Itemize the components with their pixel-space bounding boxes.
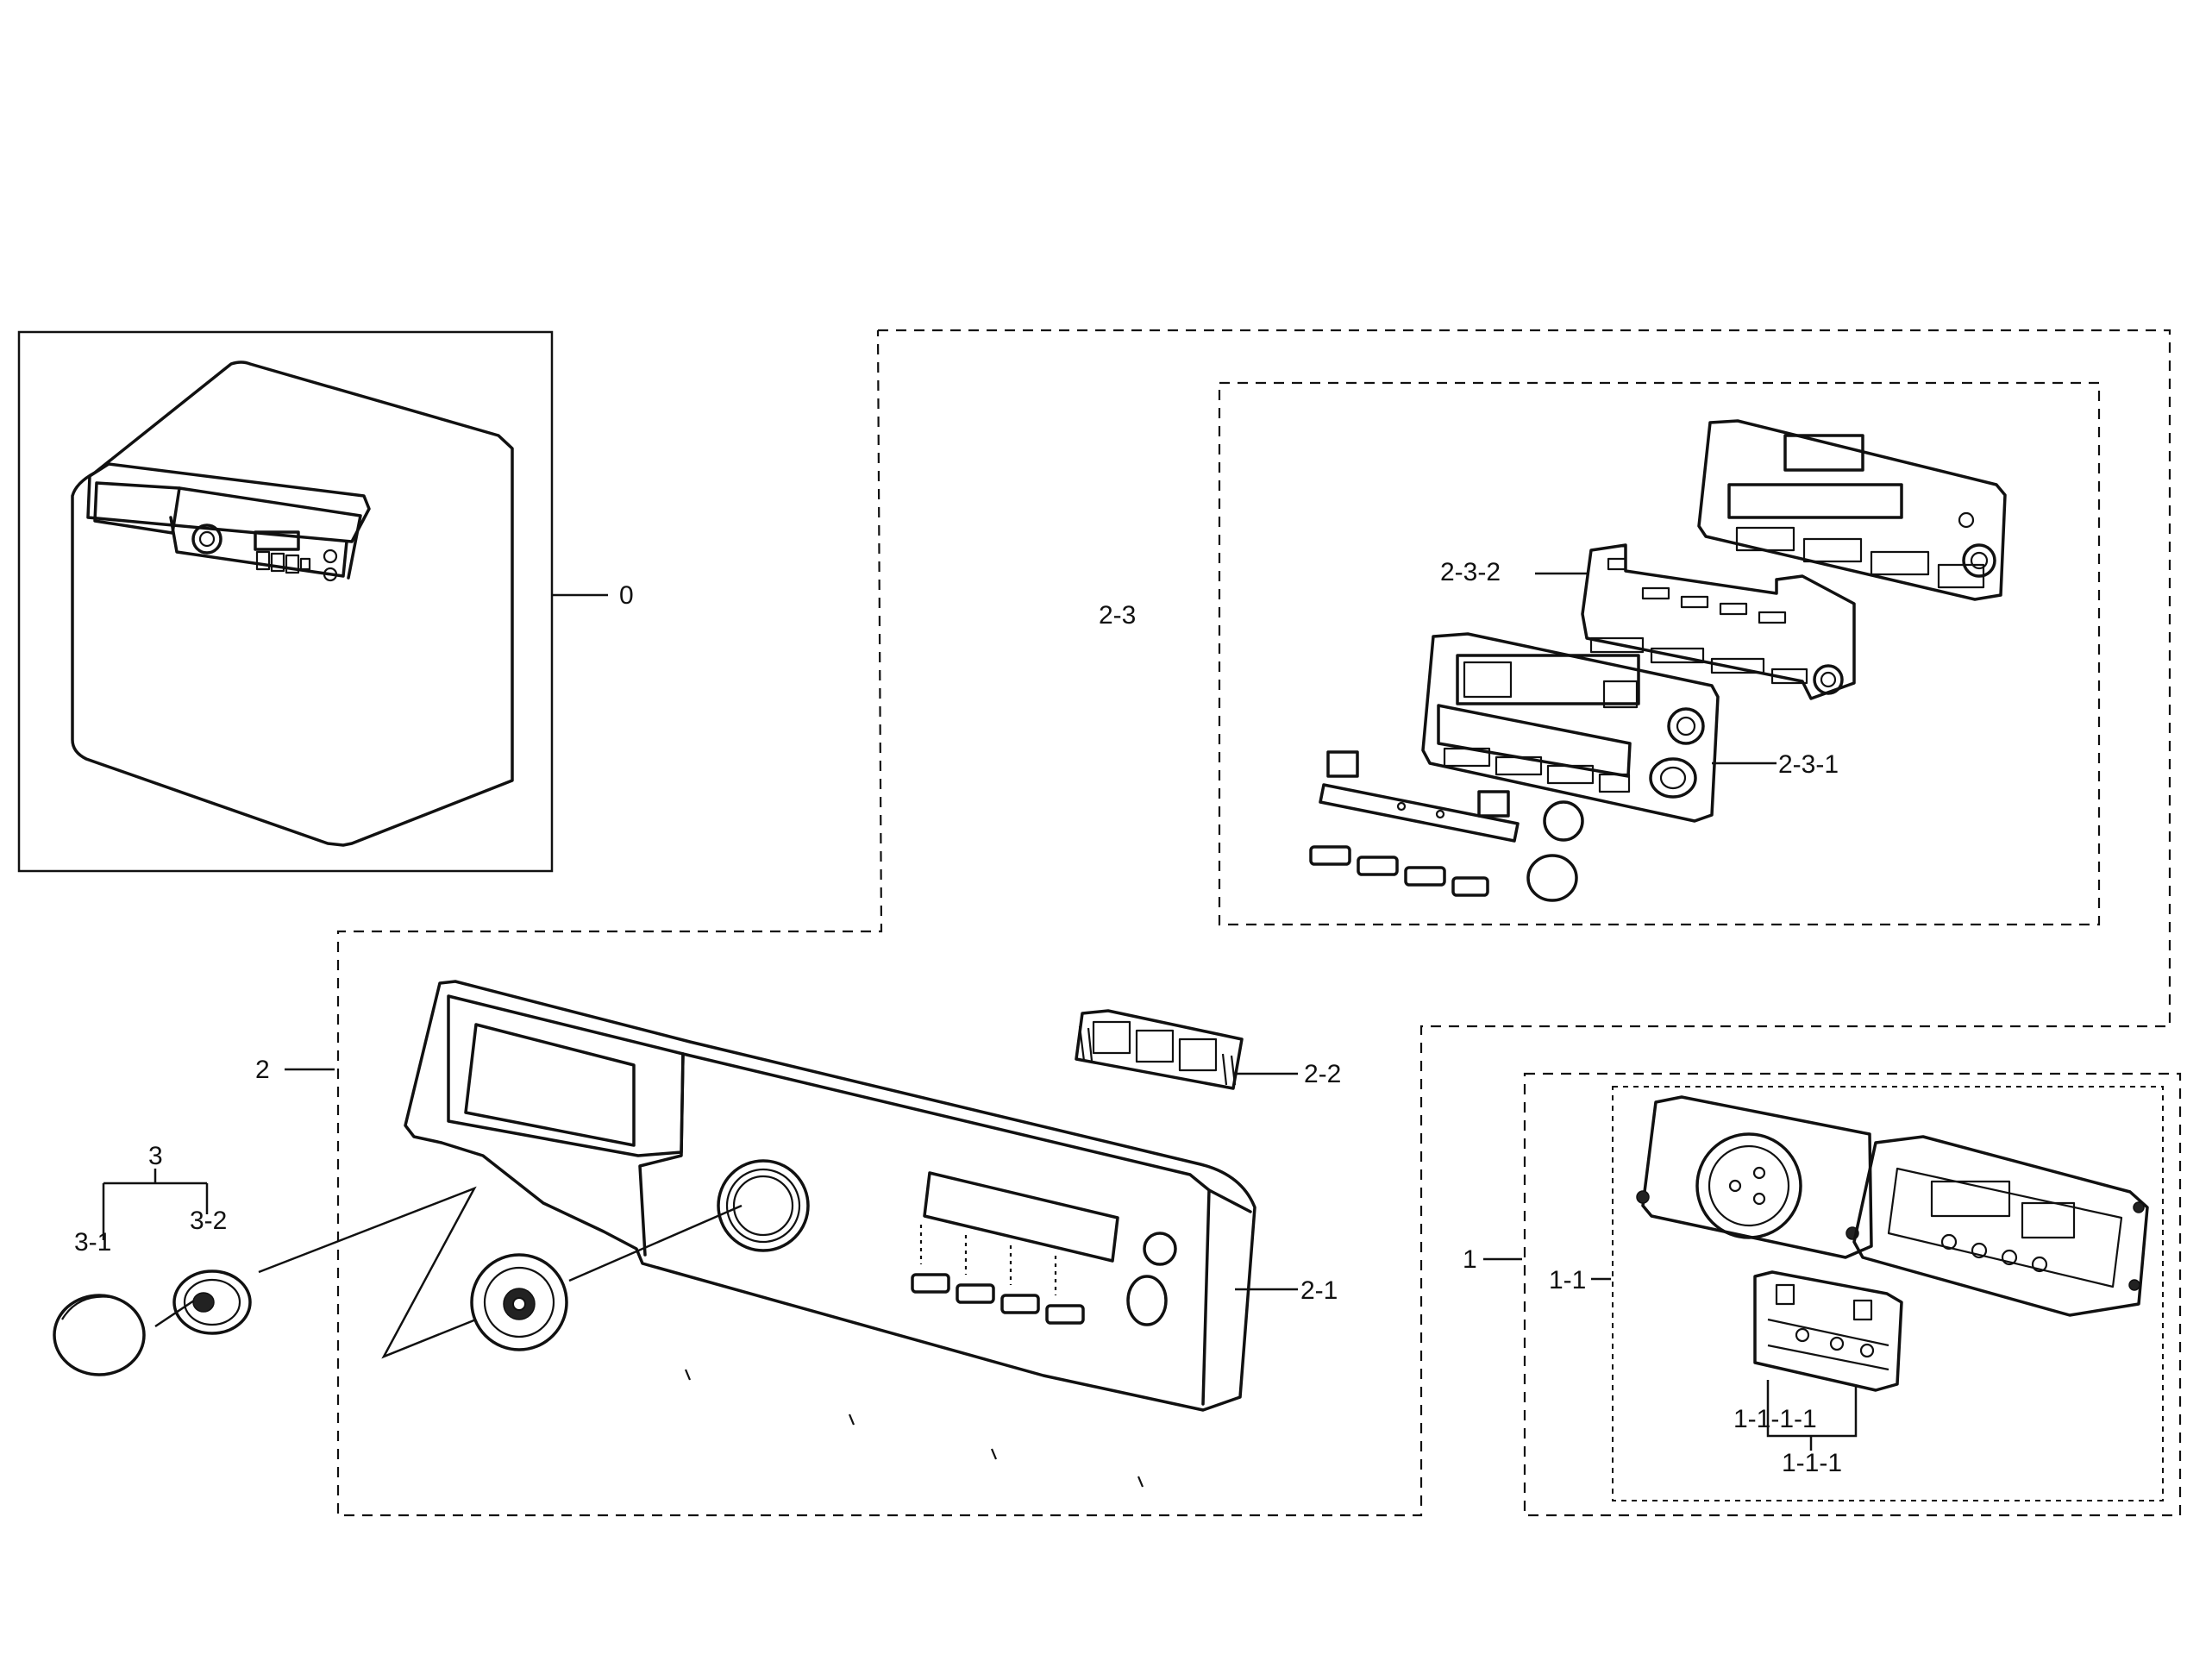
part-dial-ring bbox=[470, 1253, 568, 1351]
callout-2-2: 2-2 bbox=[1304, 1060, 1341, 1088]
part-2-2-display-strip bbox=[1075, 1009, 1244, 1090]
part-0-assembled-unit bbox=[71, 360, 514, 847]
group-box-2-3 bbox=[1218, 381, 2101, 926]
callout-0: 0 bbox=[619, 581, 634, 610]
part-2-3-2-light-guide bbox=[1581, 543, 1856, 700]
callout-3: 3 bbox=[148, 1142, 163, 1170]
callout-3-1: 3-1 bbox=[74, 1228, 111, 1257]
callout-1-1: 1-1 bbox=[1549, 1266, 1586, 1294]
callout-2-3-1: 2-3-1 bbox=[1778, 750, 1839, 779]
group-box-2 bbox=[336, 329, 2171, 1517]
part-2-3-1-front-frame bbox=[1421, 632, 1720, 823]
group-box-1-1 bbox=[1612, 1086, 2164, 1501]
part-2-1-control-panel bbox=[404, 980, 1256, 1488]
callout-1: 1 bbox=[1463, 1245, 1477, 1274]
part-2-3-buttons-and-knob-caps bbox=[1309, 750, 1584, 902]
part-2-3-2-bracket bbox=[1697, 419, 2007, 601]
part-3-2-knob-base bbox=[172, 1269, 252, 1335]
part-3-1-knob-cap bbox=[53, 1294, 146, 1376]
group-box-1 bbox=[1523, 1072, 2182, 1517]
callout-2-3-2: 2-3-2 bbox=[1440, 558, 1501, 586]
callout-2-1: 2-1 bbox=[1300, 1276, 1338, 1305]
callout-2-3: 2-3 bbox=[1099, 601, 1136, 630]
callout-2: 2 bbox=[255, 1056, 270, 1084]
part-1-1-control-board bbox=[1852, 1135, 2149, 1317]
callout-3-2: 3-2 bbox=[190, 1207, 227, 1235]
assembly-box-0 bbox=[17, 330, 554, 873]
part-1-1-1-sub-board bbox=[1753, 1270, 1903, 1392]
callout-1-1-1: 1-1-1 bbox=[1782, 1449, 1842, 1477]
callout-1-1-1-1: 1-1-1-1 bbox=[1733, 1405, 1817, 1433]
part-1-1-dial-module bbox=[1636, 1095, 1873, 1259]
